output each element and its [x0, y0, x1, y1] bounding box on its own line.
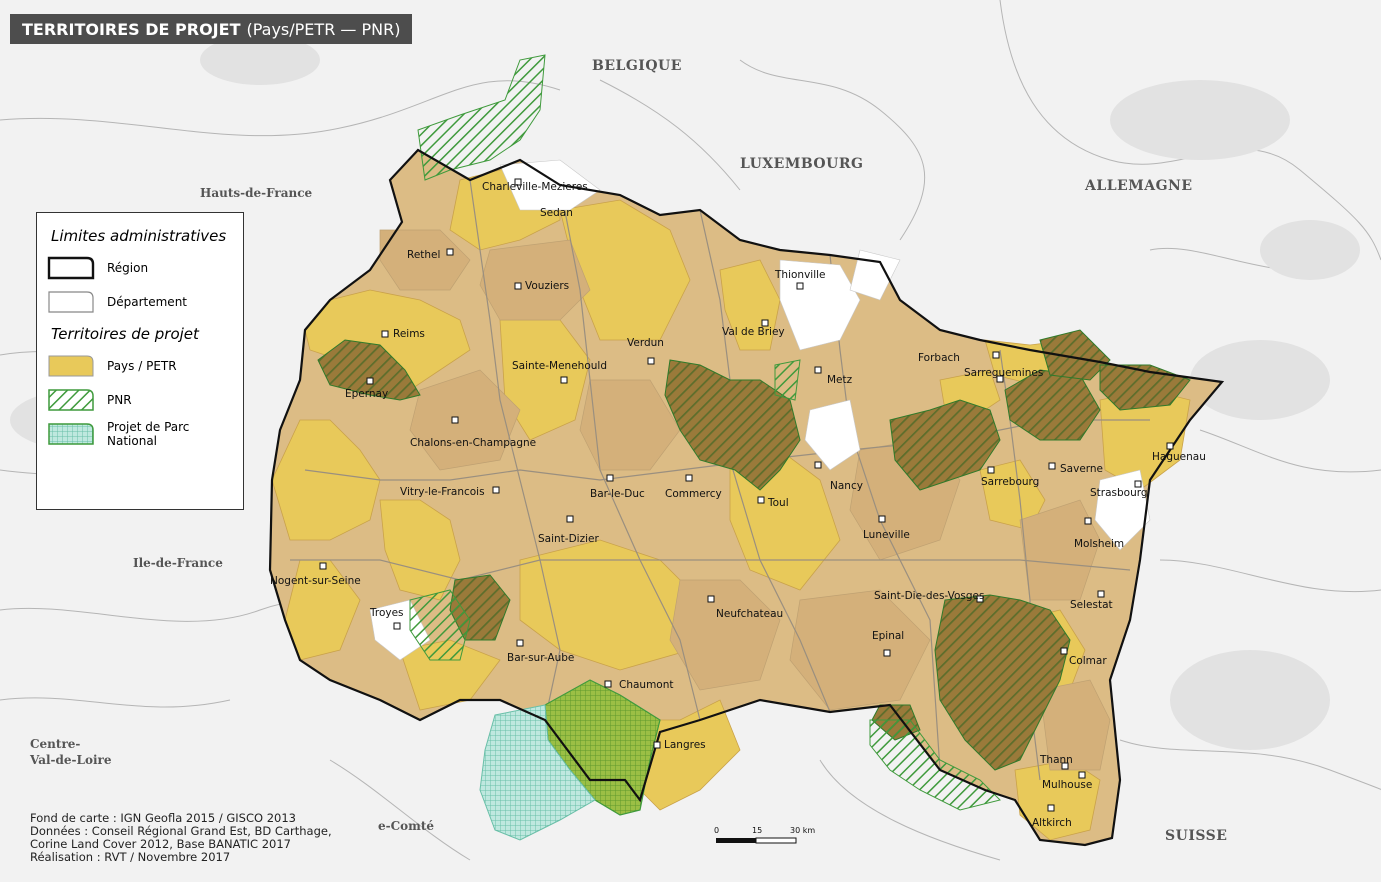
region-swatch-icon: [47, 256, 95, 280]
city-label: Vitry-le-Francois: [400, 486, 485, 498]
city-label: Altkirch: [1032, 817, 1072, 829]
city-label: Nogent-sur-Seine: [270, 575, 361, 587]
pnr-swatch-icon: [48, 389, 94, 411]
region-label-ile-de-france: Ile-de-France: [133, 556, 223, 570]
city-label: Sainte-Menehould: [512, 360, 607, 372]
scale-bar: 0 15 30 km: [714, 826, 815, 844]
city-label: Nancy: [830, 480, 863, 492]
city-label: Bar-sur-Aube: [507, 652, 574, 664]
city-label: Thann: [1039, 754, 1073, 766]
city-label: Mulhouse: [1042, 779, 1092, 791]
country-label-belgique: BELGIQUE: [592, 58, 682, 74]
city-label: Strasbourg: [1090, 487, 1148, 499]
city-label: Metz: [827, 374, 853, 386]
city-label: Thionville: [774, 269, 826, 281]
credit-line: Fond de carte : IGN Geofla 2015 / GISCO …: [30, 811, 296, 825]
city-label: Sarrebourg: [981, 476, 1039, 488]
city-label: Langres: [664, 739, 706, 751]
legend-item-departement: Département: [47, 285, 233, 319]
city-label: Epernay: [345, 388, 388, 400]
departement-swatch-icon: [48, 291, 94, 313]
city-label: Sarreguemines: [964, 367, 1043, 379]
country-label-suisse: SUISSE: [1165, 828, 1227, 844]
credit-line: Corine Land Cover 2012, Base BANATIC 201…: [30, 837, 291, 851]
legend-item-pays: Pays / PETR: [47, 349, 233, 383]
city-label: Verdun: [627, 337, 664, 349]
city-label: Charleville-Mezieres: [482, 181, 588, 193]
city-label: Val de Briey: [722, 326, 785, 338]
legend-label-parc-line2: National: [107, 434, 158, 448]
scale-label-30: 30 km: [790, 826, 815, 835]
region-label-centre-1: Centre-: [30, 737, 80, 751]
legend-label-departement: Département: [107, 295, 187, 309]
pays-swatch-icon: [48, 355, 94, 377]
parc-national-swatch-icon: [48, 423, 94, 445]
city-label: Epinal: [872, 630, 904, 642]
city-label: Forbach: [918, 352, 960, 364]
legend-label-region: Région: [107, 261, 149, 275]
city-label: Rethel: [407, 249, 440, 261]
legend-label-pays: Pays / PETR: [107, 359, 177, 373]
scale-label-0: 0: [714, 826, 719, 835]
city-label: Toul: [767, 497, 789, 509]
legend-heading-territoires: Territoires de projet: [51, 325, 199, 343]
city-label: Troyes: [369, 607, 404, 619]
city-label: Neufchateau: [716, 608, 783, 620]
city-label: Saint-Die-des-Vosges: [874, 590, 984, 602]
city-label: Selestat: [1070, 599, 1113, 611]
legend-heading-admin: Limites administratives: [51, 227, 227, 245]
city-label: Commercy: [665, 488, 722, 500]
city-label: Luneville: [863, 529, 910, 541]
city-label: Vouziers: [525, 280, 569, 292]
city-label: Saint-Dizier: [538, 533, 599, 545]
legend-label-parc-line1: Projet de Parc: [107, 420, 190, 434]
scale-label-15: 15: [752, 826, 762, 835]
city-label: Chalons-en-Champagne: [410, 437, 536, 449]
city-label: Colmar: [1069, 655, 1107, 667]
legend-item-pnr: PNR: [47, 383, 233, 417]
map-title: TERRITOIRES DE PROJET (Pays/PETR — PNR): [10, 14, 413, 44]
map-title-sub: (Pays/PETR — PNR): [246, 19, 401, 39]
country-label-allemagne: ALLEMAGNE: [1084, 178, 1193, 194]
country-label-luxembourg: LUXEMBOURG: [740, 156, 863, 172]
region-label-centre-2: Val-de-Loire: [29, 753, 112, 767]
map-credits: Fond de carte : IGN Geofla 2015 / GISCO …: [30, 812, 332, 864]
credit-line: Données : Conseil Régional Grand Est, BD…: [30, 824, 332, 838]
city-label: Chaumont: [619, 679, 674, 691]
legend-item-region: Région: [47, 251, 233, 285]
legend-panel: Limites administratives Région Départeme…: [36, 212, 244, 510]
city-label: Reims: [393, 328, 425, 340]
city-label: Molsheim: [1074, 538, 1124, 550]
region-label-bourgogne: e-Comté: [378, 819, 434, 833]
city-label: Saverne: [1060, 463, 1103, 475]
city-label: Haguenau: [1152, 451, 1206, 463]
map-title-bold: TERRITOIRES DE PROJET: [22, 19, 241, 39]
city-label: Bar-le-Duc: [590, 488, 645, 500]
city-label: Sedan: [540, 207, 573, 219]
credit-line: Réalisation : RVT / Novembre 2017: [30, 850, 231, 864]
region-label-hauts-de-france: Hauts-de-France: [200, 186, 313, 200]
legend-label-pnr: PNR: [107, 393, 132, 407]
